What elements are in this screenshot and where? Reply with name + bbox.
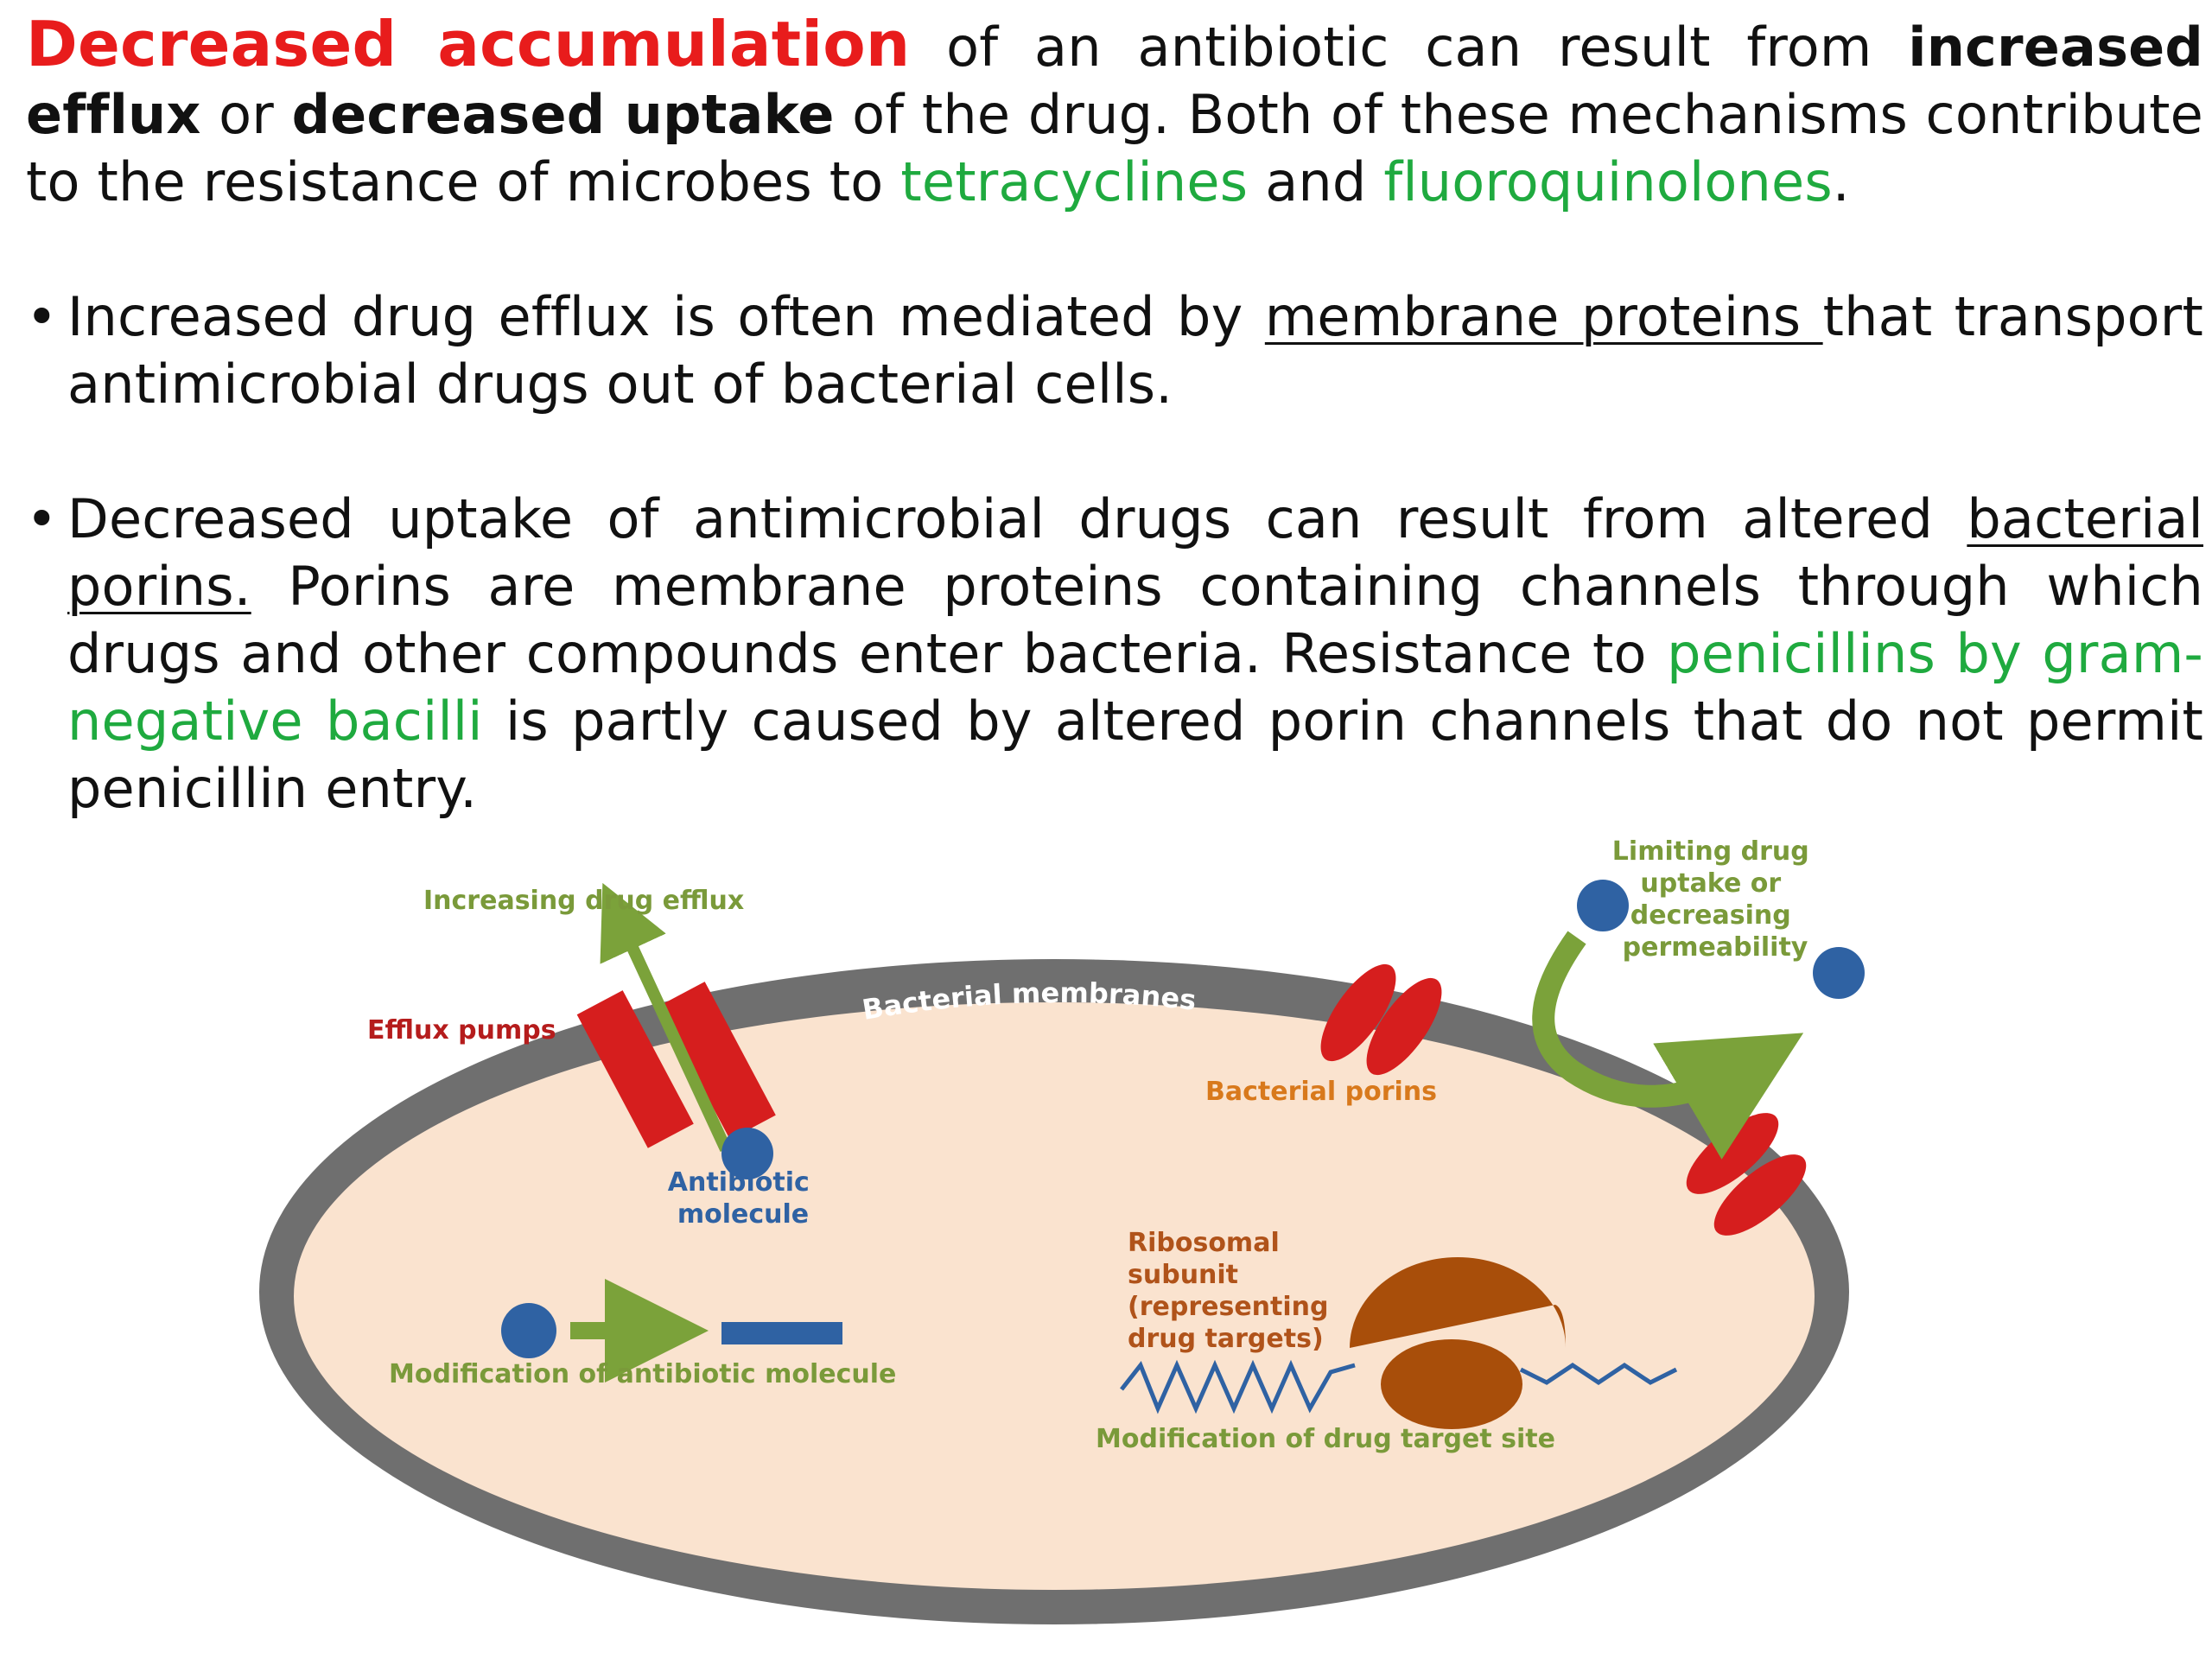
limiting-uptake-label: Limiting drug uptake or decreasing perme… — [1612, 836, 1818, 963]
increasing-drug-efflux-label: Increasing drug efflux — [423, 886, 744, 916]
efflux-pumps-label: Efflux pumps — [367, 1015, 556, 1046]
antibiotic-molecule — [501, 1303, 556, 1358]
penicillins-green-text: penicillins by gram-negative bacilli — [67, 622, 2203, 753]
bullet-uptake-text: Decreased uptake of antimicrobial drugs … — [67, 486, 2203, 823]
intro-bold-efflux: increased efflux — [26, 16, 2204, 146]
cytoplasm — [294, 1002, 1815, 1590]
membrane-proteins-underlined: membrane proteins — [1264, 285, 1823, 348]
antibiotic-resistance-diagram: Bacterial membranes Increasing drug effl… — [259, 836, 1865, 1624]
bullet-dot: • — [26, 487, 58, 550]
ribosome-large-subunit — [1350, 1257, 1566, 1348]
modified-antibiotic — [721, 1322, 842, 1344]
efflux-pump — [576, 982, 776, 1148]
ribosomal-subunit-label: Ribosomal subunit (representing drug tar… — [1128, 1228, 1338, 1354]
modification-target-label: Modification of drug target site — [1096, 1424, 1555, 1454]
intro-text: of an antibiotic can result from — [910, 16, 1909, 79]
bacterial-porins-underlined: bacterial porins. — [67, 487, 2203, 618]
intro-fluoroquinolones: fluoroquinolones — [1383, 150, 1833, 213]
text-block: Decreased accumulation of an antibiotic … — [26, 10, 2203, 823]
antibiotic-label: Antibiotic molecule — [668, 1167, 818, 1230]
bullet-uptake: • Decreased uptake of antimicrobial drug… — [26, 486, 2203, 823]
excluded-molecule — [1577, 880, 1629, 931]
ribosome-small-subunit — [1381, 1339, 1522, 1429]
bacterial-porins-label: Bacterial porins — [1205, 1077, 1437, 1107]
excluded-molecule — [1813, 947, 1865, 999]
limiting-uptake-arrow — [1532, 931, 1804, 1160]
bullet-dot: • — [26, 285, 58, 348]
intro-text: . — [1832, 150, 1850, 213]
mrna-strand — [1120, 1359, 1356, 1414]
intro-text: and — [1248, 150, 1384, 213]
bullet-text: Increased drug efflux is often mediated … — [67, 285, 1265, 348]
bullet-text: Porins are membrane proteins containing … — [67, 555, 2203, 685]
mrna-strand — [1519, 1362, 1678, 1386]
intro-lead: Decreased accumulation — [26, 8, 911, 80]
bacterial-porin — [1320, 963, 1442, 1076]
bullet-efflux: • Increased drug efflux is often mediate… — [26, 283, 2203, 418]
bullet-text: is partly caused by altered porin channe… — [67, 690, 2204, 820]
bullet-efflux-text: Increased drug efflux is often mediated … — [67, 283, 2203, 418]
intro-tetracyclines: tetracyclines — [900, 150, 1249, 213]
bullet-text: Decreased uptake of antimicrobial drugs … — [67, 487, 1967, 550]
modification-antibiotic-label: Modification of antibiotic molecule — [389, 1359, 896, 1389]
intro-text: or — [200, 83, 292, 146]
bullet-text: that transport antimicrobial drugs out o… — [67, 285, 2203, 416]
antibiotic-molecule — [721, 1128, 773, 1179]
intro-text: of the drug. Both of these mechanisms co… — [26, 83, 2203, 213]
intro-bold-uptake: decreased uptake — [291, 83, 835, 146]
efflux-arrow — [600, 882, 732, 1152]
intro-paragraph: Decreased accumulation of an antibiotic … — [26, 10, 2203, 216]
